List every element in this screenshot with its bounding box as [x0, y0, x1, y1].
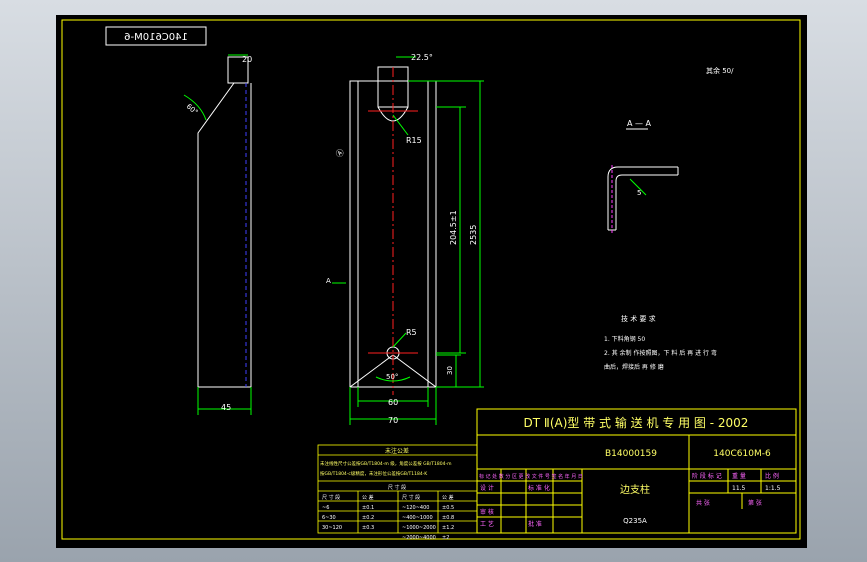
- tolerance-cell: ~6: [322, 505, 329, 511]
- part-name: 边支柱: [620, 483, 650, 496]
- row-design: 设 计: [480, 484, 494, 492]
- tech-notes-line3: 曲后，焊接后 再 修 磨: [604, 363, 664, 371]
- section-label: 5: [637, 189, 641, 197]
- title-block: [476, 408, 797, 534]
- tolerance-title: 未注公差: [385, 447, 409, 455]
- tolerance-cell: ±2: [442, 535, 449, 541]
- sheet-total: 共 张: [696, 499, 710, 507]
- tol-head-4: 公 差: [442, 494, 454, 501]
- tolerance-cell: ~1000~2000: [402, 525, 436, 531]
- tolerance-cell: ±0.8: [442, 515, 454, 521]
- tolerance-rows: ~6 ±0.1 ~120~400 ±0.5 6~30 ±0.2 ~400~1000 ±0.8 3…: [322, 505, 454, 541]
- title-code-right: 140C610M-6: [713, 449, 771, 459]
- tolerance-cell: ~400~1000: [402, 515, 433, 521]
- dim-total: 2535: [469, 225, 478, 245]
- tolerance-cell: ~120~400: [402, 505, 429, 511]
- tol-head-2: 公 差: [362, 494, 374, 501]
- tech-notes-line1: 1. 下料角钢 50: [604, 335, 645, 343]
- dim-inner: 204.5±1: [449, 210, 458, 245]
- dim-60: 60: [388, 398, 398, 407]
- stage-label: 阶 段 标 记: [692, 472, 722, 480]
- dim-30: 30: [446, 366, 454, 375]
- tolerance-line1: 未注线性尺寸公差按GB/T1804-m 级，角度公差按 GB/T1804-m: [320, 460, 451, 467]
- section-mark-a: A: [326, 277, 331, 285]
- title-header: DT Ⅱ(A)型 带 式 输 送 机 专 用 图 - 2002: [524, 415, 749, 430]
- dim-r5: R5: [406, 328, 417, 337]
- tol-head-1: 尺 寸 段: [322, 494, 340, 501]
- top-angle: 22.5°: [411, 53, 433, 62]
- front-view: [332, 56, 484, 425]
- title-code-left: B14000159: [605, 449, 657, 459]
- tolerance-table: [317, 444, 478, 534]
- sheet-no: 第 张: [748, 499, 762, 507]
- scale-value: 1:1.5: [765, 485, 781, 492]
- dim-r15: R15: [406, 136, 422, 145]
- drawing-border: [61, 19, 801, 540]
- material: Q235A: [623, 517, 647, 525]
- tolerance-line2: 按GB/T1804-c级精度，未注形位公差按GB/T1184-K: [320, 470, 428, 477]
- tolerance-cell: ±0.2: [362, 515, 374, 521]
- tolerance-cell: ±0.1: [362, 505, 374, 511]
- tolerance-cell: ±0.5: [442, 505, 454, 511]
- section-title: A — A: [627, 119, 652, 128]
- dim-20: 20: [242, 55, 252, 64]
- drawing-sheet: 140C610M-6 20 45 60°: [56, 15, 807, 548]
- tech-notes-title: 技 术 要 求: [621, 314, 656, 323]
- weight-label: 重 量: [732, 472, 746, 480]
- tech-notes: 技 术 要 求 1. 下料角钢 50 2. 其 余制 作按照图，下 料 后 再 …: [604, 314, 717, 371]
- tol-head-3: 尺 寸 段: [402, 494, 420, 501]
- stamp-box: 140C610M-6: [105, 26, 207, 46]
- left-view: [183, 54, 252, 415]
- dim-45: 45: [221, 403, 231, 412]
- grid-top: 标 记 处 数 分 区 更 改 文 件 号 签 名 年 月 日: [479, 473, 583, 480]
- row-approve: 批 准: [528, 520, 542, 528]
- tolerance-cell: 30~120: [322, 525, 342, 531]
- callout-a: Ⓐ: [334, 147, 346, 159]
- tolerance-cell: ±0.3: [362, 525, 374, 531]
- scale-label: 比 例: [765, 472, 779, 480]
- tolerance-subtitle: 尺 寸 段: [388, 484, 406, 491]
- cad-drawing: 140C610M-6 20 45 60°: [61, 19, 801, 541]
- tolerance-cell: ±1.2: [442, 525, 454, 531]
- section-view: [607, 128, 679, 235]
- angle-50: 50°: [386, 373, 398, 381]
- stamp-text: 140C610M-6: [124, 32, 188, 43]
- angle-60: 60°: [185, 102, 200, 116]
- weight-value: 11.5: [732, 485, 746, 492]
- dim-70: 70: [388, 416, 398, 425]
- row-std: 标 准 化: [528, 484, 550, 492]
- roughness-note: 其余 50/: [706, 66, 734, 75]
- row-process: 工 艺: [480, 520, 494, 528]
- row-check: 审 核: [480, 508, 494, 516]
- tolerance-cell: 6~30: [322, 515, 336, 521]
- tolerance-cell: ~2000~4000: [402, 535, 436, 541]
- tech-notes-line2: 2. 其 余制 作按照图，下 料 后 再 进 行 弯: [604, 349, 717, 357]
